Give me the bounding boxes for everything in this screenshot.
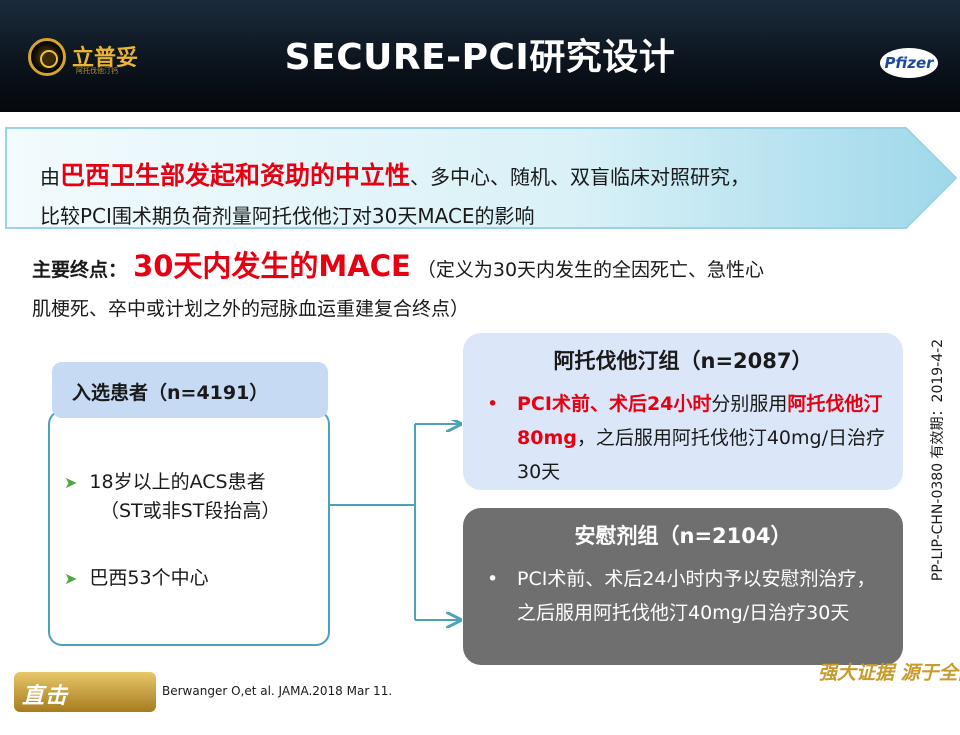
bullet-dot-icon: •: [487, 568, 499, 590]
enrolled-item: ➤ 巴西53个中心: [64, 564, 209, 593]
endpoint-label: 主要终点：: [32, 259, 128, 281]
bullet-arrow-icon: ➤: [64, 473, 78, 492]
bullet-arrow-icon: ➤: [64, 569, 78, 588]
enrolled-item-text: 巴西53个中心: [89, 567, 209, 589]
ascvd-logo-text: 直击ASCVD: [22, 684, 112, 735]
slogan-logo: 强大证据 源于全面: [818, 660, 960, 714]
endpoint-definition-1: （定义为30天内发生的全因死亡、急性心: [416, 259, 765, 281]
enrolled-item-text: 18岁以上的ACS患者: [89, 471, 266, 493]
banner-post: 、多中心、随机、双盲临床对照研究，: [410, 165, 751, 189]
atorvastatin-group-title: 阿托伐他汀组（n=2087）: [553, 349, 813, 373]
atorvastatin-group-text: • PCI术前、术后24小时分别服用阿托伐他汀80mg，之后服用阿托伐他汀40m…: [487, 387, 887, 489]
logo-ring-icon: [28, 38, 66, 76]
enrolled-item: ➤ 18岁以上的ACS患者 （ST或非ST段抬高）: [64, 468, 280, 525]
logo-left-text: 立普妥: [72, 46, 139, 71]
reference-citation: Berwanger O,et al. JAMA.2018 Mar 11.: [162, 684, 393, 698]
enrolled-header: 入选患者（n=4191）: [52, 362, 328, 418]
header-bar: 立普妥 阿托伐他汀钙 SECURE-PCI研究设计 Pfizer: [0, 0, 960, 112]
slogan-logo-text: 强大证据 源于全面: [818, 662, 960, 684]
primary-endpoint: 主要终点： 30天内发生的MACE （定义为30天内发生的全因死亡、急性心: [32, 246, 912, 290]
lipitor-logo: 立普妥 阿托伐他汀钙: [28, 38, 178, 78]
enrolled-title: 入选患者（n=4191）: [72, 382, 269, 404]
atorvastatin-group-box: 阿托伐他汀组（n=2087） • PCI术前、术后24小时分别服用阿托伐他汀80…: [463, 333, 903, 490]
bullet-dot-icon: •: [487, 393, 499, 415]
banner-line-2: 比较PCI围术期负荷剂量阿托伐他汀对30天MACE的影响: [40, 204, 535, 228]
atorva-mid: 分别服用: [711, 393, 788, 415]
endpoint-definition-2: 肌梗死、卒中或计划之外的冠脉血运重建复合终点）: [32, 298, 470, 320]
banner-pre: 由: [40, 165, 60, 189]
placebo-group-text: • PCI术前、术后24小时内予以安慰剂治疗，之后服用阿托伐他汀40mg/日治疗…: [487, 562, 887, 630]
atorva-red-1: PCI术前、术后24小时: [517, 393, 712, 415]
document-code: PP-LIP-CHN-0380 有效期：2019-4-2: [922, 320, 952, 610]
enrolled-item-sub: （ST或非ST段抬高）: [100, 500, 281, 522]
page-title: SECURE-PCI研究设计: [284, 37, 676, 78]
flow-connector: [330, 420, 465, 640]
banner-highlight: 巴西卫生部发起和资助的中立性: [60, 161, 411, 190]
placebo-group-box: 安慰剂组（n=2104） • PCI术前、术后24小时内予以安慰剂治疗，之后服用…: [463, 508, 903, 665]
logo-left-sub: 阿托伐他汀钙: [76, 67, 118, 75]
banner-arrow-shape: [5, 127, 958, 229]
placebo-group-title: 安慰剂组（n=2104）: [574, 524, 792, 548]
endpoint-main: 30天内发生的MACE: [133, 249, 411, 283]
ascvd-logo: 直击ASCVD: [14, 672, 156, 735]
study-banner: [0, 126, 960, 230]
placebo-text: PCI术前、术后24小时内予以安慰剂治疗，之后服用阿托伐他汀40mg/日治疗30…: [517, 568, 876, 624]
atorva-tail: ，之后服用阿托伐他汀40mg/日治疗30天: [517, 427, 885, 483]
pfizer-logo: Pfizer: [880, 48, 938, 78]
banner-line-1: 由巴西卫生部发起和资助的中立性、多中心、随机、双盲临床对照研究，: [40, 156, 750, 192]
enrolled-box: [48, 410, 330, 646]
atorva-red-2: 阿托伐他汀80mg: [517, 393, 883, 449]
document-code-text: PP-LIP-CHN-0380 有效期：2019-4-2: [930, 338, 946, 582]
